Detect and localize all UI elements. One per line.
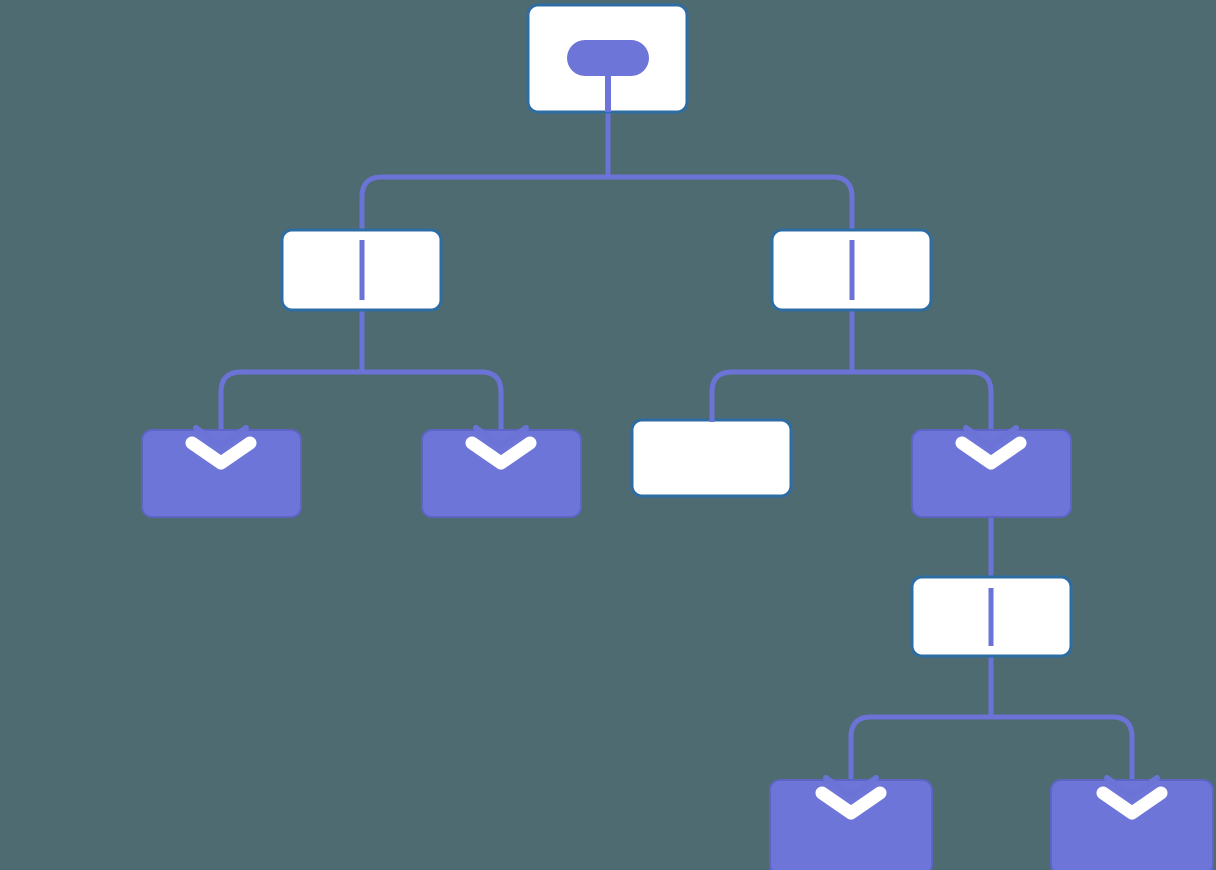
level3-node-c[interactable] bbox=[630, 408, 793, 498]
level3-node-b-shape[interactable] bbox=[421, 429, 582, 518]
connector-level4-to-level5-right bbox=[991, 714, 1135, 796]
level2-right-node[interactable] bbox=[770, 228, 933, 312]
arrow-layer bbox=[185, 425, 1168, 820]
level5-left-node[interactable] bbox=[769, 779, 933, 870]
level5-right-node-shape[interactable] bbox=[1050, 779, 1214, 870]
connector-layer bbox=[218, 112, 1135, 796]
level4-node[interactable] bbox=[910, 575, 1073, 658]
level2-left-node[interactable] bbox=[280, 228, 443, 312]
connector-root-to-level2-right bbox=[608, 174, 855, 240]
level3-node-c-shape[interactable] bbox=[630, 418, 793, 498]
connector-level2-right-to-node-d bbox=[852, 369, 994, 446]
connector-root-to-level2-left bbox=[359, 174, 608, 240]
level3-node-a-chevron-white bbox=[185, 436, 257, 470]
level3-node-d-arrowhead-purple bbox=[963, 425, 1019, 449]
level3-node-b-chevron-white bbox=[465, 436, 537, 470]
level5-left-node-chevron-white bbox=[815, 786, 887, 820]
level3-node-b-arrowhead-purple bbox=[473, 425, 529, 449]
level5-right-node-arrowhead-purple bbox=[1104, 775, 1160, 799]
root-node-pill-icon bbox=[567, 40, 649, 76]
level3-node-a-down-arrow-icon bbox=[185, 425, 257, 470]
level3-node-b-down-arrow-icon bbox=[465, 425, 537, 470]
node-layer bbox=[141, 3, 1214, 870]
level5-right-node[interactable] bbox=[1050, 779, 1214, 870]
level3-node-d-chevron-white bbox=[955, 436, 1027, 470]
connector-level4-to-level5-left bbox=[848, 714, 991, 796]
level5-left-node-shape[interactable] bbox=[769, 779, 933, 870]
level5-right-node-down-arrow-icon bbox=[1096, 775, 1168, 820]
level3-node-a-arrowhead-purple bbox=[193, 425, 249, 449]
level3-node-a-shape[interactable] bbox=[141, 429, 302, 518]
level5-left-node-down-arrow-icon bbox=[815, 775, 887, 820]
level3-node-d[interactable] bbox=[911, 429, 1072, 518]
connector-level2-right-to-node-c bbox=[709, 369, 852, 422]
level3-node-a[interactable] bbox=[141, 429, 302, 518]
level3-node-d-down-arrow-icon bbox=[955, 425, 1027, 470]
level5-left-node-arrowhead-purple bbox=[823, 775, 879, 799]
root-node[interactable] bbox=[526, 3, 689, 114]
connector-level2-left-to-node-b bbox=[362, 369, 504, 446]
connector-level2-left-to-node-a bbox=[218, 369, 362, 446]
level3-node-d-shape[interactable] bbox=[911, 429, 1072, 518]
level5-right-node-chevron-white bbox=[1096, 786, 1168, 820]
level3-node-b[interactable] bbox=[421, 429, 582, 518]
